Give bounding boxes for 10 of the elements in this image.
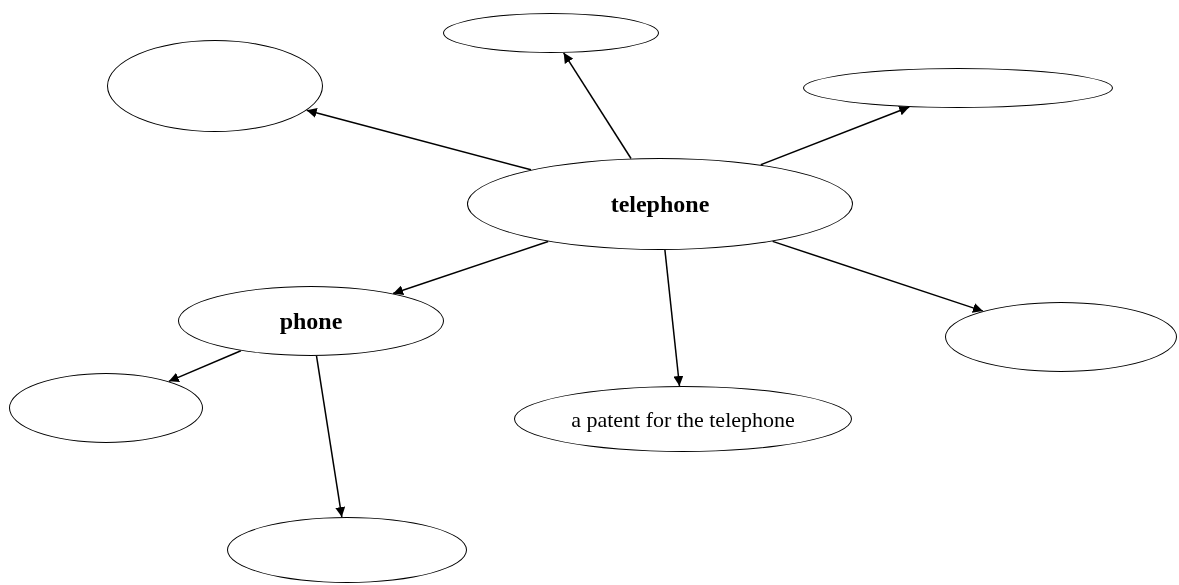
arrow	[562, 52, 632, 160]
concept-text: phone	[279, 307, 343, 336]
arrow	[315, 355, 346, 518]
arrow	[168, 350, 242, 383]
arrow	[664, 249, 684, 387]
concept-text: telephone	[610, 190, 710, 219]
arrow	[305, 108, 532, 171]
arrow	[771, 240, 984, 313]
concept-text: a patent for the telephone	[571, 405, 795, 434]
arrow	[392, 240, 549, 296]
